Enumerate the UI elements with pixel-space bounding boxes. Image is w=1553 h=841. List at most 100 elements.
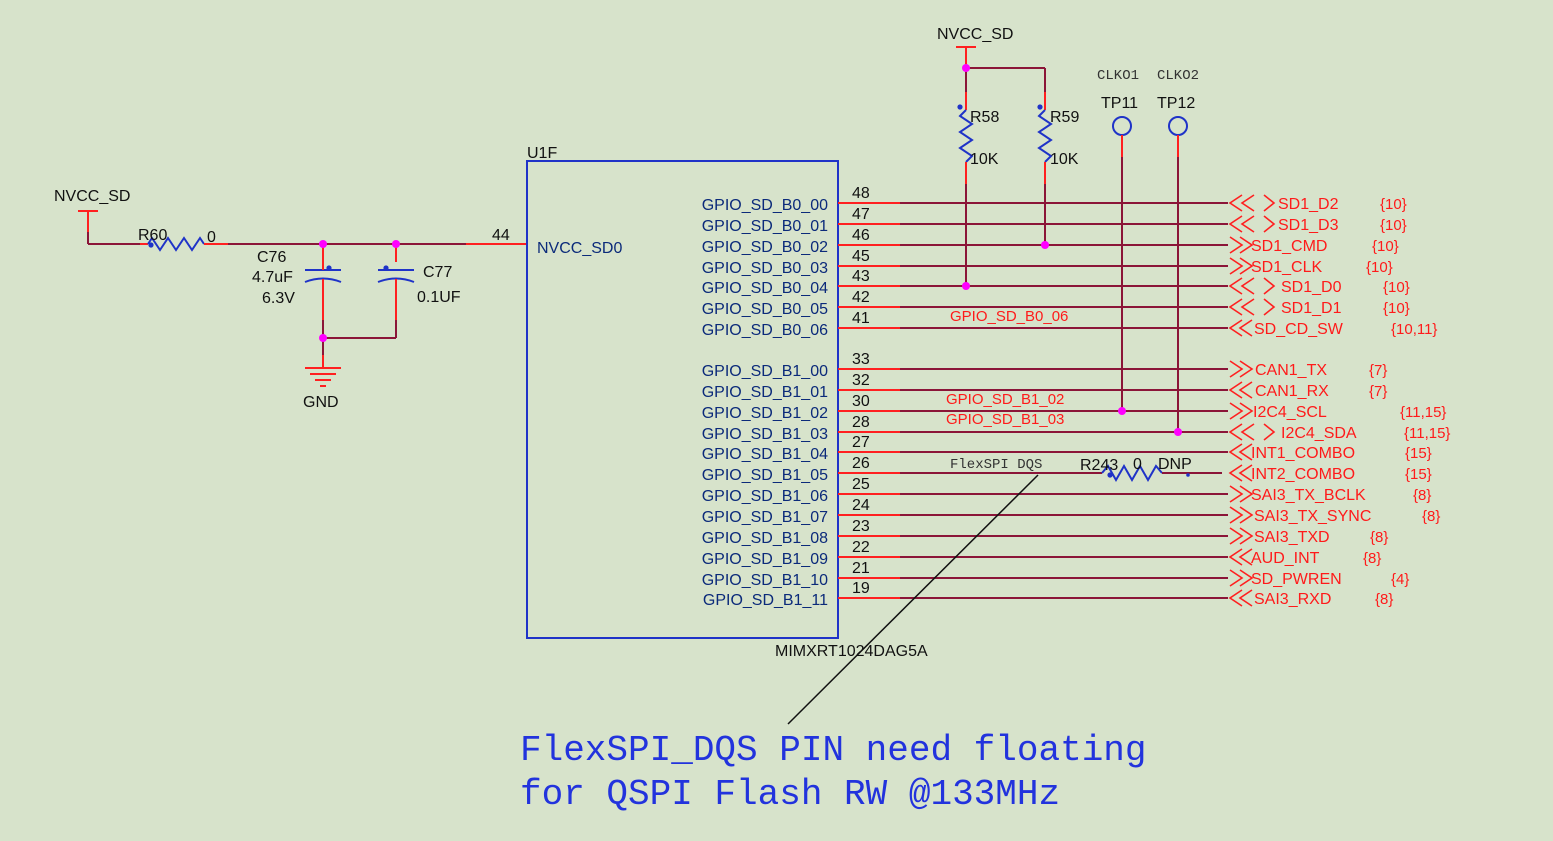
net-label-gpio-sd-b0-06: GPIO_SD_B0_06: [950, 308, 1068, 325]
port-name: I2C4_SDA: [1281, 425, 1357, 442]
c76-value: 4.7uF: [252, 269, 293, 286]
ground-label: GND: [303, 394, 339, 411]
port-name: SD_CD_SW: [1254, 321, 1344, 338]
port-sai3-txd: SAI3_TXD {8}: [1229, 527, 1388, 546]
port-name: SAI3_TX_SYNC: [1254, 508, 1371, 525]
port-sheet-ref: {8}: [1370, 529, 1388, 546]
port-sheet-ref: {8}: [1375, 591, 1393, 608]
ic-pin-name: GPIO_SD_B1_06: [702, 488, 828, 505]
ic-pin-name: GPIO_SD_B1_03: [702, 426, 828, 443]
ic-pin-name: GPIO_SD_B1_02: [702, 405, 828, 422]
r243-value: 0: [1133, 456, 1142, 473]
ic-pin-name: GPIO_SD_B1_08: [702, 530, 828, 547]
power-symbol-left: [78, 210, 98, 244]
c76-voltage: 6.3V: [262, 290, 295, 307]
c77-ref: C77: [423, 264, 452, 281]
ic-pin-name: GPIO_SD_B1_07: [702, 509, 828, 526]
resistor-r58: [957, 92, 974, 286]
port-sd1-d3: SD1_D3{10}: [1228, 215, 1407, 234]
port-sd1-d0: SD1_D0 {10}: [1228, 277, 1410, 296]
port-name: INT2_COMBO: [1251, 466, 1355, 483]
port-int1-combo: INT1_COMBO{15}: [1228, 443, 1432, 462]
ic-pin-name: GPIO_SD_B1_05: [702, 467, 828, 484]
ic-pin-number: 47: [852, 206, 870, 223]
port-name: SAI3_TX_BCLK: [1251, 487, 1366, 504]
ic-pin-number: 33: [852, 351, 870, 368]
r60-ref: R60: [138, 227, 167, 244]
ic-pin-number: 42: [852, 289, 870, 306]
junction: [1174, 428, 1182, 436]
capacitor-c76: [304, 244, 342, 320]
ic-pin-name: GPIO_SD_B1_01: [702, 384, 828, 401]
ic-pin-name: GPIO_SD_B1_04: [702, 446, 828, 463]
c77-value: 0.1UF: [417, 289, 461, 306]
port-can1-tx: CAN1_TX {7}: [1229, 360, 1387, 379]
tp11-ref: TP11: [1101, 95, 1138, 112]
port-sheet-ref: {11,15}: [1404, 425, 1450, 442]
ic-part-number: MIMXRT1024DAG5A: [775, 643, 928, 660]
port-name: SAI3_RXD: [1254, 591, 1331, 608]
testpoint-tp12: [1168, 116, 1188, 432]
port-name: SD_PWREN: [1251, 571, 1342, 588]
r59-ref: R59: [1050, 109, 1079, 126]
c76-ref: C76: [257, 249, 286, 266]
ic-pin-number: 32: [852, 372, 870, 389]
capacitor-c77: [377, 244, 415, 320]
note-line-1: FlexSPI_DQS PIN need floating: [520, 730, 1147, 771]
r58-value: 10K: [970, 151, 999, 168]
note-line-2: for QSPI Flash RW @133MHz: [520, 774, 1060, 815]
port-sd-pwren: SD_PWREN{4}: [1229, 569, 1409, 588]
port-name: SD1_D0: [1281, 279, 1342, 296]
tp12-net: CLKO2: [1157, 68, 1199, 84]
port-sheet-ref: {7}: [1369, 362, 1387, 379]
ic-pin-name: GPIO_SD_B0_05: [702, 301, 828, 318]
junction: [392, 240, 400, 248]
ic-pin-number: 22: [852, 539, 870, 556]
port-i2c4-scl: I2C4_SCL{11,15}: [1229, 402, 1446, 421]
r243-ref: R243: [1080, 457, 1118, 474]
ground-symbol: [305, 355, 341, 387]
ic-pin-number: 27: [852, 434, 870, 451]
r60-value: 0: [207, 229, 216, 246]
net-label-gpio-sd-b1-03: GPIO_SD_B1_03: [946, 411, 1064, 428]
port-sheet-ref: {15}: [1405, 445, 1432, 462]
port-name: SD1_CMD: [1251, 238, 1327, 255]
ic-pin-number: 45: [852, 248, 870, 265]
port-int2-combo: INT2_COMBO {15}: [1228, 464, 1432, 483]
net-label-flexspi-dqs: FlexSPI DQS: [950, 457, 1042, 473]
ic-pin-number: 46: [852, 227, 870, 244]
port-sheet-ref: {8}: [1363, 550, 1381, 567]
resistor-r59: [1037, 92, 1053, 245]
port-sheet-ref: {10}: [1380, 196, 1407, 213]
ic-pin-name: GPIO_SD_B0_02: [702, 239, 828, 256]
r58-ref: R58: [970, 109, 999, 126]
ic-pin-number: 25: [852, 476, 870, 493]
port-sheet-ref: {10}: [1366, 259, 1393, 276]
ic-pin-number: 41: [852, 310, 870, 327]
port-sheet-ref: {7}: [1369, 383, 1387, 400]
power-label-top: NVCC_SD: [937, 26, 1013, 43]
ic-pin-name: GPIO_SD_B0_04: [702, 280, 828, 297]
ic-pin-name: GPIO_SD_B0_03: [702, 260, 828, 277]
resistor-r243: [1080, 463, 1222, 483]
port-name: CAN1_TX: [1255, 362, 1327, 379]
port-sheet-ref: {10,11}: [1391, 321, 1437, 338]
port-sheet-ref: {10}: [1383, 279, 1410, 296]
port-name: SD1_D3: [1278, 217, 1339, 234]
ic-u1f-body: [526, 160, 839, 639]
junction: [962, 282, 970, 290]
net-label-gpio-sd-b1-02: GPIO_SD_B1_02: [946, 391, 1064, 408]
ic-pin-name: GPIO_SD_B0_06: [702, 322, 828, 339]
ic-pin-number: 30: [852, 393, 870, 410]
port-sd1-cmd: SD1_CMD{10}: [1229, 236, 1399, 255]
port-name: CAN1_RX: [1255, 383, 1329, 400]
ic-pin-name: GPIO_SD_B0_00: [702, 197, 828, 214]
ic-pin-name: GPIO_SD_B1_10: [702, 572, 828, 589]
port-name: SAI3_TXD: [1254, 529, 1330, 546]
ic-pin-number: 19: [852, 580, 870, 597]
testpoint-tp11: [1112, 116, 1132, 411]
port-sheet-ref: {15}: [1405, 466, 1432, 483]
port-sd-cd-sw: SD_CD_SW {10,11}: [1228, 319, 1437, 338]
ic-ref: U1F: [527, 145, 557, 162]
